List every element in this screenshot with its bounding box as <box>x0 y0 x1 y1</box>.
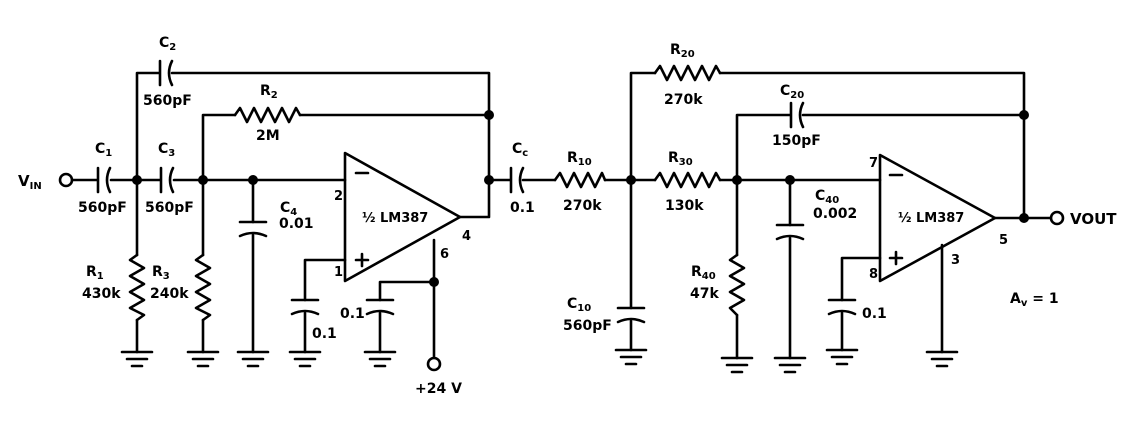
R10-name: R10 <box>567 150 592 168</box>
opamp2-label: ½ LM387 <box>898 211 964 226</box>
R3-name: R3 <box>152 264 170 282</box>
opamp-1 <box>343 151 462 283</box>
C2-value: 560pF <box>143 93 192 109</box>
opamp-2 <box>878 153 997 283</box>
plus-sign <box>354 252 370 268</box>
output-label: VOUT <box>1070 210 1117 228</box>
supply-label: +24 V <box>415 381 462 397</box>
C1-name: C1 <box>95 141 112 159</box>
C3-value: 560pF <box>145 200 194 216</box>
junction-dots <box>132 110 1029 287</box>
capacitor-C40 <box>775 223 805 241</box>
R1-name: R1 <box>86 264 104 282</box>
R2-value: 2M <box>256 128 280 144</box>
Cc-name: Cc <box>512 141 528 159</box>
capacitor-C3 <box>159 166 175 194</box>
resistor-R10 <box>553 171 607 189</box>
R30-name: R30 <box>668 150 693 168</box>
opamp1-pin-noninv: 1 <box>334 265 343 280</box>
R20-value: 270k <box>664 92 703 108</box>
opamp2-pin-out: 5 <box>999 233 1008 248</box>
resistor-R40 <box>728 253 746 317</box>
capacitor-Cc <box>509 166 525 194</box>
R40-value: 47k <box>690 286 719 302</box>
resistor-R30 <box>653 171 722 189</box>
gain-label: Av = 1 <box>1010 291 1059 309</box>
opamp1-label: ½ LM387 <box>362 211 428 226</box>
plus-sign <box>888 250 904 266</box>
R10-value: 270k <box>563 198 602 214</box>
opamp2-pin-inv: 7 <box>869 156 878 171</box>
capacitor-bypass2 <box>365 298 395 316</box>
capacitor-bypass1 <box>290 298 320 316</box>
resistor-R20 <box>653 64 722 82</box>
opamp1-pin-inv: 2 <box>334 189 343 204</box>
opamp2-pin-ground: 3 <box>951 253 960 268</box>
C3-name: C3 <box>158 141 175 159</box>
resistor-R3 <box>194 253 212 322</box>
C10-name: C10 <box>567 296 591 314</box>
C2-name: C2 <box>159 35 176 53</box>
C20-value: 150pF <box>772 133 821 149</box>
supply-terminal <box>426 356 442 372</box>
resistor-R2 <box>233 106 302 124</box>
ground-symbols <box>120 348 959 374</box>
R1-value: 430k <box>82 286 121 302</box>
R20-name: R20 <box>670 42 695 60</box>
capacitor-bypass3 <box>827 298 857 316</box>
capacitor-C10 <box>616 306 646 324</box>
wires <box>71 71 1052 360</box>
resistor-R1 <box>128 253 146 322</box>
opamp1-pin-out: 4 <box>462 229 471 244</box>
C1-value: 560pF <box>78 200 127 216</box>
input-label: VIN <box>18 172 42 192</box>
output-terminal <box>1049 210 1065 226</box>
C40-value: 0.002 <box>813 206 857 222</box>
capacitor-C20 <box>789 101 805 129</box>
capacitor-C2 <box>158 59 174 87</box>
C10-value: 560pF <box>563 318 612 334</box>
capacitor-C4 <box>238 220 268 238</box>
R40-name: R40 <box>691 264 716 282</box>
bypass1-value: 0.1 <box>312 326 337 342</box>
C20-name: C20 <box>780 83 804 101</box>
opamp2-pin-noninv: 8 <box>869 267 878 282</box>
R3-value: 240k <box>150 286 189 302</box>
bypass2-value: 0.1 <box>340 306 365 322</box>
R30-value: 130k <box>665 198 704 214</box>
R2-name: R2 <box>260 83 278 101</box>
C40-name: C40 <box>815 188 839 206</box>
bypass3-value: 0.1 <box>862 306 887 322</box>
C4-value: 0.01 <box>279 216 314 232</box>
C4-name: C4 <box>280 200 297 218</box>
capacitor-C1 <box>96 166 112 194</box>
input-terminal <box>58 172 74 188</box>
Cc-value: 0.1 <box>510 200 535 216</box>
opamp1-pin-supply: 6 <box>440 247 449 262</box>
